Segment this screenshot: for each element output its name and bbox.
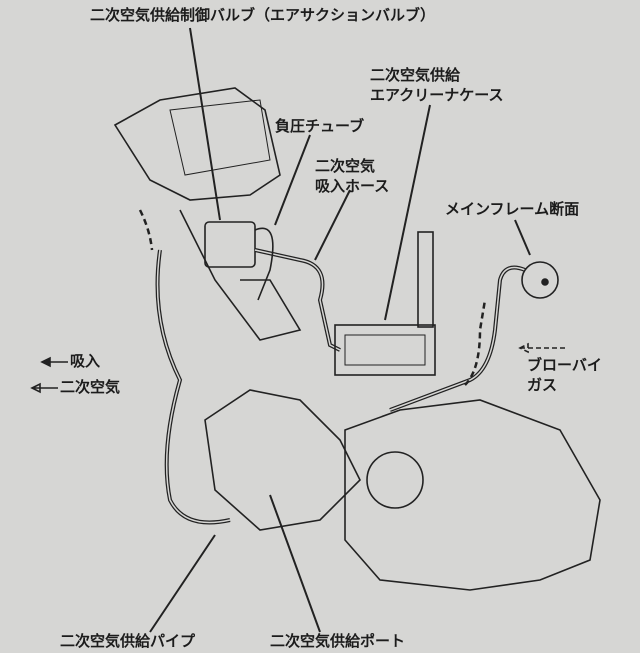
- aircleaner-label-2: エアクリーナケース: [370, 86, 504, 104]
- mainframe-label: メインフレーム断面: [445, 200, 580, 218]
- main-frame-section: [521, 261, 559, 299]
- crank-circle: [366, 451, 424, 509]
- intake-flow-arrow: [138, 209, 154, 251]
- valve-label: 二次空気供給制御バルブ（エアサクションバルブ）: [90, 6, 436, 24]
- secondary-air-supply-pipe: [155, 249, 231, 525]
- engine-cylinder: [204, 389, 361, 531]
- crankcase: [344, 399, 601, 591]
- legend-secondary-air: 二次空気: [60, 378, 121, 396]
- intake-legend-arrow-icon: [40, 356, 68, 368]
- intake-hose-label-2: 吸入ホース: [315, 177, 390, 195]
- blowby-legend-arrow-icon: [518, 342, 568, 354]
- supply-pipe-label: 二次空気供給パイプ: [60, 632, 196, 650]
- vacuum-tube: [254, 227, 274, 301]
- blowby-label-1: ブローバイ: [527, 356, 602, 374]
- secondary-air-cleaner-case: [334, 324, 436, 376]
- throttle-body: [179, 209, 302, 341]
- vacuum-tube-label: 負圧チューブ: [275, 117, 365, 135]
- air-cleaner-box: [113, 87, 281, 201]
- leader-lines: [149, 27, 531, 633]
- air-suction-valve: [204, 221, 256, 268]
- secondary-air-legend-arrow-icon: [30, 382, 58, 394]
- supply-port-label: 二次空気供給ポート: [270, 632, 406, 650]
- blowby-label-2: ガス: [527, 376, 558, 394]
- air-cleaner-inner: [169, 99, 271, 176]
- blow-by-flow-arrow: [464, 299, 487, 386]
- aircleaner-label-1: 二次空気供給: [370, 66, 461, 84]
- blow-by-hose: [389, 265, 526, 412]
- legend-intake: 吸入: [70, 352, 101, 370]
- intake-hose-label-1: 二次空気: [315, 157, 376, 175]
- case-inlet-tube: [417, 231, 434, 328]
